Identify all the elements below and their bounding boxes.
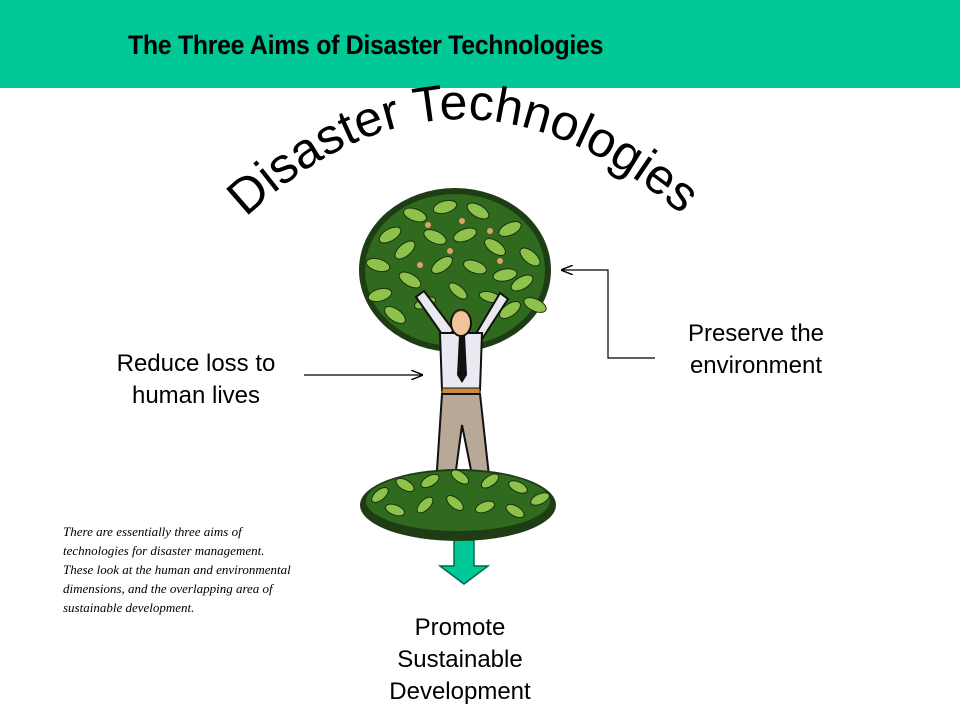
aim-bottom-line-2: Sustainable bbox=[397, 646, 523, 673]
aim-sustainable-development-label: Promote Sustainable Development bbox=[370, 612, 550, 708]
aim-reduce-loss-label: Reduce loss to human lives bbox=[96, 348, 296, 412]
aim-left-line-2: human lives bbox=[131, 382, 261, 409]
aim-bottom-line-1: Promote bbox=[414, 614, 506, 641]
man-figure bbox=[414, 289, 510, 486]
aim-preserve-environment-label: Preserve the environment bbox=[664, 318, 848, 382]
header-bar bbox=[0, 0, 960, 88]
aim-bottom-line-3: Development bbox=[389, 678, 531, 705]
down-block-arrow bbox=[437, 539, 491, 585]
aim-left-line-1: Reduce loss to bbox=[116, 350, 276, 377]
aim-right-line-2: environment bbox=[689, 352, 823, 379]
man-with-tree-clipart-icon bbox=[359, 188, 556, 541]
aim-right-line-1: Preserve the bbox=[687, 320, 825, 347]
right-connector-arrow bbox=[562, 270, 655, 359]
caption-text: There are essentially three aims of tech… bbox=[63, 524, 291, 615]
grass-mound bbox=[360, 469, 556, 541]
slide-title: The Three Aims of Disaster Technologies bbox=[128, 30, 604, 60]
